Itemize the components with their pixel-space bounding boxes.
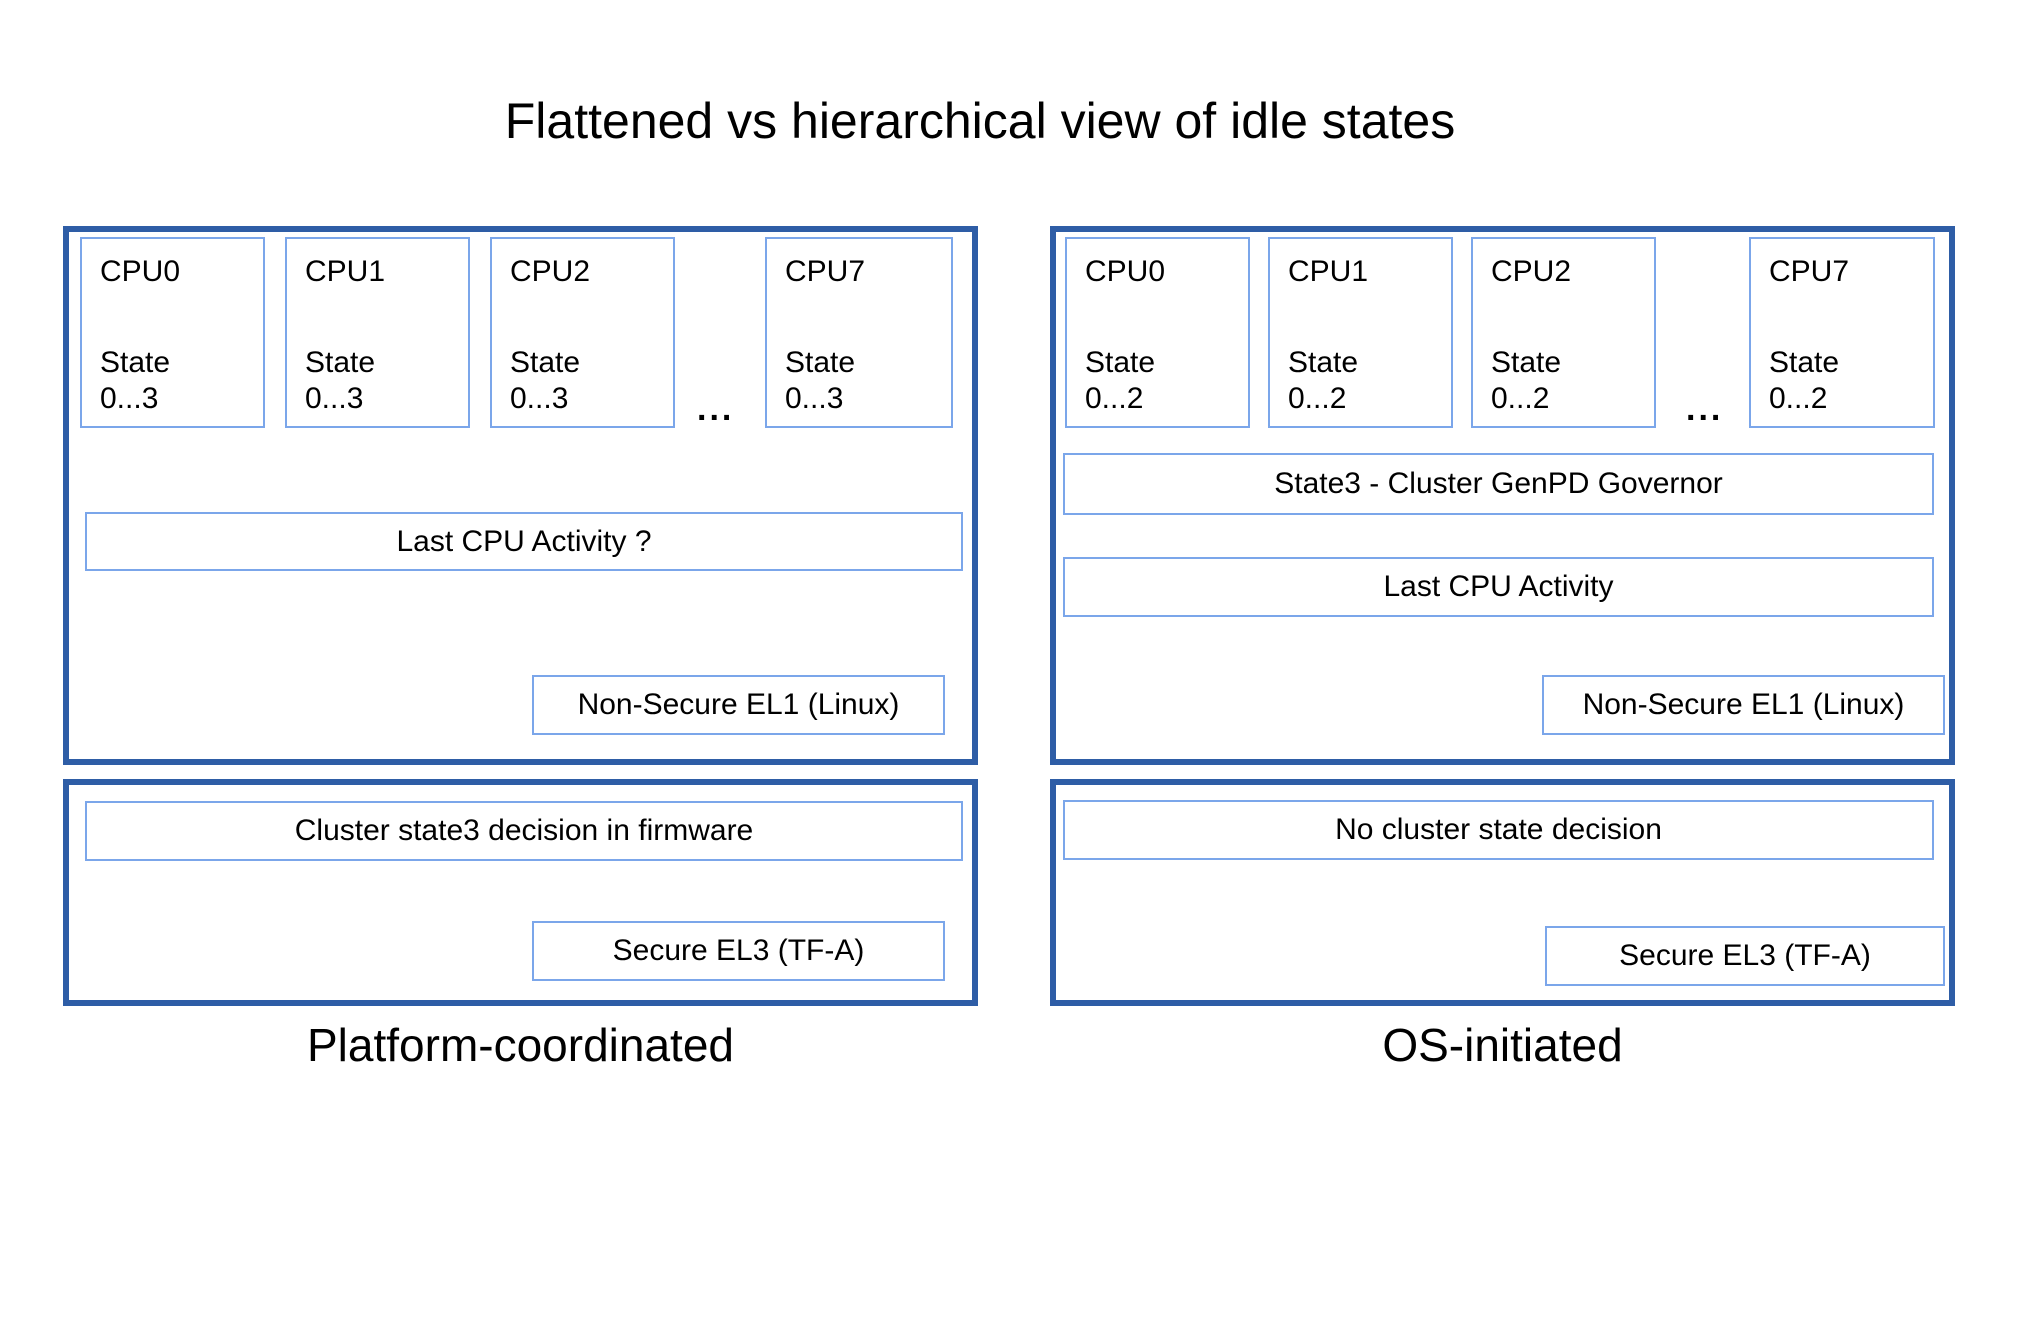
cpu-name: CPU0 [1085,255,1166,288]
left-cluster-decision-box: Cluster state3 decision in firmware [85,801,963,861]
slide-title: Flattened vs hierarchical view of idle s… [504,93,1456,149]
left-cpu-ellipsis: ... [697,390,735,428]
right-nonsecure-el1-box: Non-Secure EL1 (Linux) [1542,675,1945,735]
os-initiated-nonsecure-container: CPU0 State 0...2 CPU1 State 0...2 CPU2 S… [1050,226,1955,765]
cpu-state: State 0...2 [1085,346,1156,415]
cpu-state: State 0...2 [1491,346,1562,415]
cpu-name: CPU7 [785,255,866,288]
left-cpu2-box: CPU2 State 0...3 [490,237,675,428]
left-nonsecure-el1-box: Non-Secure EL1 (Linux) [532,675,945,735]
cpu-state: State 0...2 [1769,346,1840,415]
cpu-state: State 0...2 [1288,346,1359,415]
cpu-state: State 0...3 [510,346,581,415]
right-state3-genpd-governor-box: State3 - Cluster GenPD Governor [1063,453,1934,515]
left-cpu0-box: CPU0 State 0...3 [80,237,265,428]
left-last-cpu-activity-box: Last CPU Activity ? [85,512,963,571]
right-cpu7-box: CPU7 State 0...2 [1749,237,1935,428]
cpu-name: CPU2 [1491,255,1572,288]
right-cpu2-box: CPU2 State 0...2 [1471,237,1656,428]
platform-coordinated-secure-container: Cluster state3 decision in firmware Secu… [63,779,978,1006]
os-initiated-secure-container: No cluster state decision Secure EL3 (TF… [1050,779,1955,1006]
right-secure-el3-box: Secure EL3 (TF-A) [1545,926,1945,986]
right-cpu0-box: CPU0 State 0...2 [1065,237,1250,428]
right-last-cpu-activity-box: Last CPU Activity [1063,557,1934,617]
cpu-name: CPU7 [1769,255,1850,288]
os-initiated-label: OS-initiated [1382,1019,1623,1071]
cpu-state: State 0...3 [785,346,856,415]
platform-coordinated-nonsecure-container: CPU0 State 0...3 CPU1 State 0...3 CPU2 S… [63,226,978,765]
right-no-cluster-decision-box: No cluster state decision [1063,800,1934,860]
cpu-name: CPU1 [305,255,386,288]
left-cpu7-box: CPU7 State 0...3 [765,237,953,428]
left-cpu1-box: CPU1 State 0...3 [285,237,470,428]
platform-coordinated-label: Platform-coordinated [307,1019,734,1071]
cpu-state: State 0...3 [100,346,171,415]
right-cpu1-box: CPU1 State 0...2 [1268,237,1453,428]
left-secure-el3-box: Secure EL3 (TF-A) [532,921,945,981]
cpu-state: State 0...3 [305,346,376,415]
cpu-name: CPU1 [1288,255,1369,288]
cpu-name: CPU2 [510,255,591,288]
cpu-name: CPU0 [100,255,181,288]
right-cpu-ellipsis: ... [1686,390,1724,428]
